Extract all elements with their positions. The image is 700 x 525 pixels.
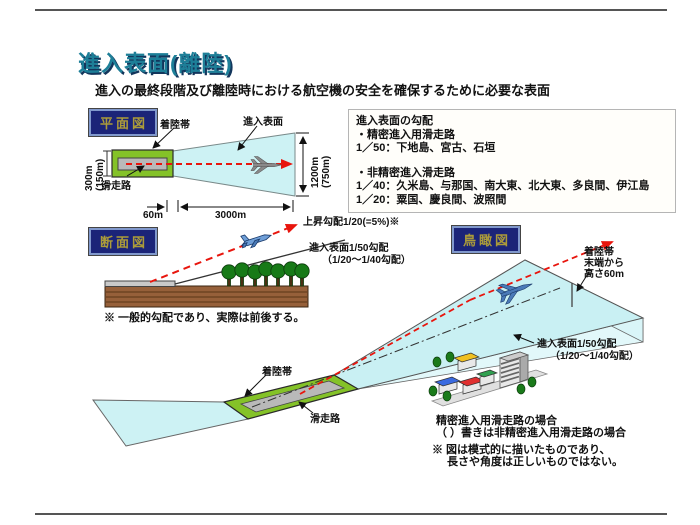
houses <box>434 352 499 395</box>
bird-note-line-2: 長さや角度は正しいものではない。 <box>447 456 623 468</box>
bird-view <box>92 241 645 447</box>
plan-dim-left-main: 300m <box>84 165 95 191</box>
city-buildings <box>428 351 549 407</box>
plan-surface-label: 進入表面 <box>243 117 283 128</box>
bird-height-label-3: 高さ60m <box>584 269 625 280</box>
plan-strip-leader <box>152 127 175 149</box>
bird-case-line-2: （ ）書きは非精密進入用滑走路の場合 <box>436 427 627 439</box>
section-view-tag: 断面図 <box>87 227 159 256</box>
section-view <box>104 223 346 308</box>
bird-surface-label-1: 進入表面1/50勾配 <box>537 339 617 350</box>
gradient-heading: 進入表面の勾配 <box>356 115 433 127</box>
plan-dim-left-bracket <box>103 150 111 177</box>
section-climb-path <box>149 223 298 283</box>
gradient-nonprecision-items-2: 1／20：粟国、慶良間、波照間 <box>356 193 507 206</box>
page-subtitle: 進入の最終段階及び離陸時における航空機の安全を確保するために必要な表面 <box>95 83 551 98</box>
plan-dim-right-text: 1200m (750m) <box>310 155 332 188</box>
gradient-nonprecision-title: ・非精密進入滑走路 <box>356 166 455 179</box>
section-surface-label-1: 進入表面1/50勾配 <box>309 243 389 254</box>
bird-view-tag: 鳥瞰図 <box>450 225 522 254</box>
plan-view <box>103 125 309 212</box>
plan-dim-right-main: 1200m <box>310 156 321 188</box>
bird-strip-leader <box>244 374 267 397</box>
gradient-info-box: 進入表面の勾配 ・精密進入用滑走路 1／50：下地島、宮古、石垣 ・非精密進入滑… <box>348 109 676 213</box>
section-surface-slope <box>174 239 346 285</box>
section-climb-label: 上昇勾配1/20(=5%)※ <box>303 217 400 228</box>
office-building <box>498 351 530 389</box>
small-trees <box>428 351 537 402</box>
section-surface-label-2: （1/20～1/40勾配） <box>322 255 411 266</box>
bird-centerline <box>251 287 561 408</box>
plan-view-tag: 平面図 <box>87 108 159 137</box>
gradient-precision-title: ・精密進入用滑走路 <box>356 128 455 141</box>
bird-height-label-2: 末端から <box>584 258 624 269</box>
gradient-nonprecision-items-1: 1／40：久米島、与那国、南大東、北大東、多良間、伊江島 <box>356 180 650 192</box>
plan-dim-right-alt: (750m) <box>320 155 332 188</box>
bird-height-label: 着陸帯 末端から 高さ60m <box>584 247 624 280</box>
section-note: ※ 一般的勾配であり、実際は前後する。 <box>104 312 305 324</box>
bird-height-leader <box>576 271 590 292</box>
bird-surface-label-2: （1/20～1/40勾配） <box>550 351 639 362</box>
plan-dim-bottom <box>147 200 294 212</box>
slide-bottom-border <box>35 513 667 515</box>
airplane-bird-icon <box>495 283 533 305</box>
plan-runway-leader <box>126 165 145 177</box>
section-runway <box>104 280 176 287</box>
bird-case-line-1: 精密進入用滑走路の場合 <box>436 415 557 427</box>
plan-dim-right <box>296 132 309 197</box>
trees <box>221 261 310 287</box>
plan-dim-margin: 60m <box>143 210 164 221</box>
page-title: 進入表面(離陸) <box>78 51 233 76</box>
bird-surface-left <box>92 399 250 447</box>
bird-runway-leader <box>298 401 314 414</box>
bird-runway-label: 滑走路 <box>310 414 340 425</box>
bird-strip-label: 着陸帯 <box>262 367 292 378</box>
airplane-side-icon <box>240 234 273 249</box>
bird-surface-leader <box>513 333 535 344</box>
airplane-top-icon <box>250 156 282 174</box>
bird-climb-path-1 <box>299 299 471 395</box>
plan-dim-left-text: 300m (150m) <box>84 158 106 191</box>
bird-height-label-1: 着陸帯 <box>584 247 614 258</box>
plan-surface-leader <box>237 125 258 151</box>
gradient-gap <box>356 156 668 167</box>
gradient-precision-items: 1／50：下地島、宮古、石垣 <box>356 142 496 154</box>
bird-note-line-1: ※ 図は模式的に描いたものであり、 <box>432 444 611 456</box>
plan-strip-label: 着陸帯 <box>160 120 190 131</box>
plan-dim-length: 3000m <box>215 210 247 221</box>
plan-runway-label: 滑走路 <box>101 181 131 192</box>
slide-top-border <box>35 9 667 11</box>
plan-dim-left-alt: (150m) <box>94 158 106 191</box>
bird-climb-path-2 <box>469 241 614 301</box>
